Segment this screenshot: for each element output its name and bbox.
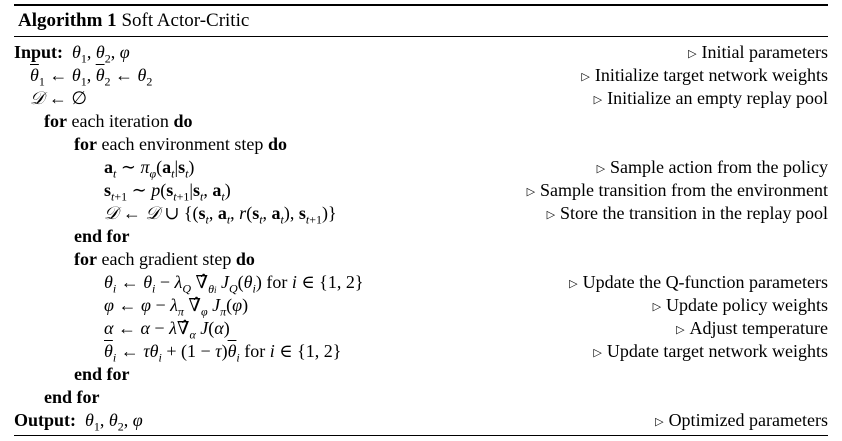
algorithm-line: for each gradient step do bbox=[14, 248, 828, 271]
line-comment: ▷Initialize an empty replay pool bbox=[593, 88, 828, 108]
line-content: 𝒟 ← ∅ bbox=[30, 88, 88, 109]
line-content: for each environment step do bbox=[74, 134, 287, 154]
comment-marker-icon: ▷ bbox=[593, 347, 602, 359]
line-comment: ▷Store the transition in the replay pool bbox=[546, 203, 828, 223]
line-content: at ∼ πφ(at|st) bbox=[104, 157, 195, 181]
algorithm-header: Algorithm 1 Soft Actor-Critic bbox=[14, 6, 828, 36]
algorithm-line: for each environment step do bbox=[14, 133, 828, 156]
output-keyword: Output: bbox=[14, 410, 77, 430]
comment-marker-icon: ▷ bbox=[655, 416, 664, 428]
line-content: end for bbox=[74, 364, 130, 384]
line-content: θi ← τθi + (1 − τ)θi for i ∈ {1, 2} bbox=[104, 341, 342, 365]
line-comment: ▷Initial parameters bbox=[688, 42, 828, 62]
line-content: for each gradient step do bbox=[74, 249, 255, 269]
algorithm-line: end for bbox=[14, 225, 828, 248]
algorithm-line: end for bbox=[14, 386, 828, 409]
algorithm-line: Input: θ1, θ2, φ ▷Initial parameters bbox=[14, 41, 828, 66]
line-content: end for bbox=[74, 226, 130, 246]
comment-marker-icon: ▷ bbox=[596, 163, 606, 175]
line-content: Output: θ1, θ2, φ bbox=[14, 410, 143, 434]
line-comment: ▷Update target network weights bbox=[593, 341, 828, 361]
line-comment: ▷Initialize target network weights bbox=[581, 65, 828, 85]
algorithm-line: φ ← φ − λπ ∇̂φ Jπ(φ) ▷Update policy weig… bbox=[14, 294, 828, 319]
line-comment: ▷Adjust temperature bbox=[676, 318, 828, 338]
algorithm-number: Algorithm 1 bbox=[18, 10, 117, 31]
line-content: Input: θ1, θ2, φ bbox=[14, 42, 130, 66]
comment-marker-icon: ▷ bbox=[569, 278, 578, 290]
algorithm-line: 𝒟 ← ∅ ▷Initialize an empty replay pool bbox=[14, 87, 828, 110]
line-comment: ▷Sample action from the policy bbox=[596, 157, 828, 177]
line-content: 𝒟 ← 𝒟 ∪ {(st, at, r(st, at), st+1)} bbox=[104, 203, 337, 227]
line-content: st+1 ∼ p(st+1|st, at) bbox=[104, 180, 231, 204]
line-content: θi ← θi − λQ ∇̂θi JQ(θi) for i ∈ {1, 2} bbox=[104, 272, 364, 296]
comment-marker-icon: ▷ bbox=[676, 324, 685, 336]
line-content: end for bbox=[44, 387, 100, 407]
line-content: for each iteration do bbox=[44, 111, 193, 131]
comment-marker-icon: ▷ bbox=[546, 209, 556, 221]
input-keyword: Input: bbox=[14, 42, 64, 62]
algorithm-line: α ← α − λ∇̂α J(α) ▷Adjust temperature bbox=[14, 317, 828, 342]
line-comment: ▷Update policy weights bbox=[652, 295, 828, 315]
line-content: θ1 ← θ1, θ2 ← θ2 bbox=[30, 65, 153, 89]
algorithm-block: Algorithm 1 Soft Actor-Critic Input: θ1,… bbox=[14, 4, 828, 436]
header-rule bbox=[14, 36, 828, 37]
algorithm-line: θi ← θi − λQ ∇̂θi JQ(θi) for i ∈ {1, 2} … bbox=[14, 271, 828, 296]
algorithm-title: Soft Actor-Critic bbox=[121, 10, 250, 31]
line-content: φ ← φ − λπ ∇̂φ Jπ(φ) bbox=[104, 295, 249, 319]
algorithm-line: θi ← τθi + (1 − τ)θi for i ∈ {1, 2} ▷Upd… bbox=[14, 340, 828, 365]
comment-marker-icon: ▷ bbox=[593, 94, 603, 106]
line-comment: ▷Update the Q-function parameters bbox=[569, 272, 828, 292]
comment-marker-icon: ▷ bbox=[581, 71, 590, 83]
comment-marker-icon: ▷ bbox=[688, 48, 697, 60]
algorithm-line: end for bbox=[14, 363, 828, 386]
line-comment: ▷Sample transition from the environment bbox=[526, 180, 828, 200]
algorithm-line: θ1 ← θ1, θ2 ← θ2 ▷Initialize target netw… bbox=[14, 64, 828, 89]
line-comment: ▷Optimized parameters bbox=[655, 410, 828, 430]
line-content: α ← α − λ∇̂α J(α) bbox=[104, 318, 230, 342]
algorithm-line: for each iteration do bbox=[14, 110, 828, 133]
bottom-rule bbox=[14, 435, 828, 436]
algorithm-line: Output: θ1, θ2, φ ▷Optimized parameters bbox=[14, 409, 828, 434]
algorithm-body: Input: θ1, θ2, φ ▷Initial parameters θ1 … bbox=[14, 37, 828, 434]
top-rule bbox=[14, 4, 828, 6]
comment-marker-icon: ▷ bbox=[526, 186, 536, 198]
algorithm-line: st+1 ∼ p(st+1|st, at) ▷Sample transition… bbox=[14, 179, 828, 204]
algorithm-line: at ∼ πφ(at|st) ▷Sample action from the p… bbox=[14, 156, 828, 181]
algorithm-line: 𝒟 ← 𝒟 ∪ {(st, at, r(st, at), st+1)} ▷Sto… bbox=[14, 202, 828, 227]
comment-marker-icon: ▷ bbox=[652, 301, 662, 313]
